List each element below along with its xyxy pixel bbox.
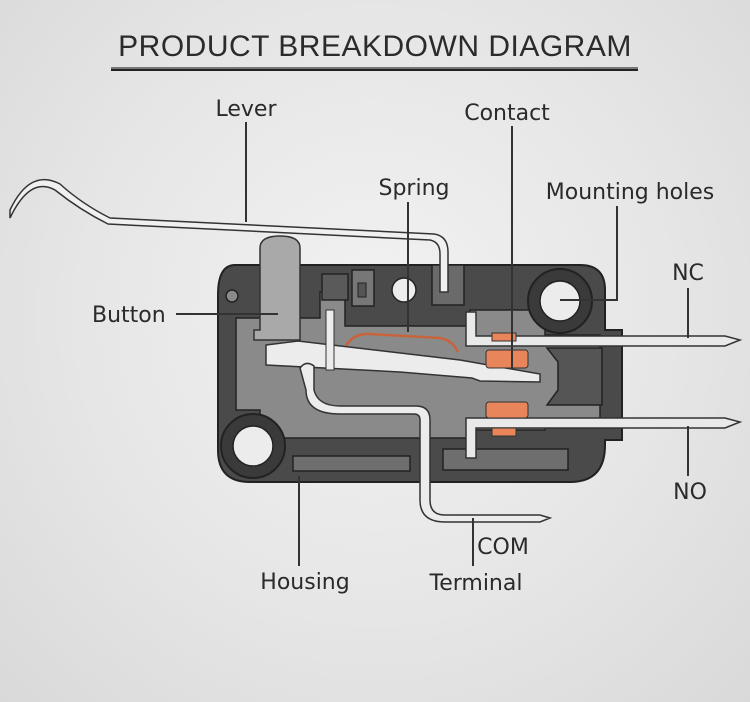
label-nc: NC (672, 261, 704, 286)
label-button: Button (92, 303, 166, 328)
label-lever: Lever (215, 97, 277, 122)
title-underline (111, 67, 638, 71)
label-com: COM (477, 535, 529, 560)
contact-upper-rivet (491, 332, 517, 342)
contact-upper (485, 349, 529, 369)
nc-terminal (465, 311, 743, 347)
label-no: NO (673, 480, 707, 505)
diagram-title: PRODUCT BREAKDOWN DIAGRAM (118, 30, 632, 63)
pivot-hole (391, 277, 417, 303)
label-housing: Housing (260, 570, 349, 595)
com-terminal (299, 362, 553, 523)
button-plunger (253, 235, 301, 341)
spring (343, 332, 460, 353)
leader-lines (176, 122, 689, 566)
label-mounting-holes: Mounting holes (546, 180, 714, 205)
label-contact: Contact (464, 101, 550, 126)
lever-arm (9, 179, 449, 293)
label-spring: Spring (379, 176, 450, 201)
contact-lower-rivet (491, 427, 517, 437)
label-terminal: Terminal (429, 571, 523, 596)
contact-lower (485, 401, 529, 419)
mounting-hole-bottom (220, 413, 286, 479)
blade-anchor (325, 309, 335, 371)
no-terminal (465, 417, 743, 459)
